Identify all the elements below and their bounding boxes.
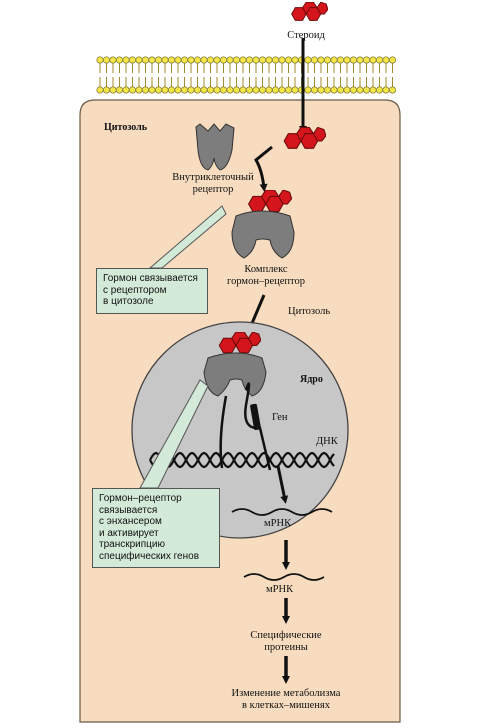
mrna-strand-outer: [243, 573, 325, 581]
arrow-transcription: [276, 465, 289, 504]
steroid-molecule-outside: [291, 2, 328, 21]
nucleus-label: Ядро: [300, 374, 323, 385]
gene-segment: [250, 403, 261, 431]
dna-double-helix: [149, 451, 335, 469]
callout-binding: Гормон связывается с рецептором в цитозо…: [96, 268, 208, 314]
cytosol-label-top: Цитозоль: [104, 122, 148, 133]
gene-label: Ген: [272, 412, 288, 423]
callout-transcription: Гормон–рецептор связывается с энхансером…: [92, 488, 220, 568]
nuclear-receptor: [203, 352, 267, 397]
intracellular-receptor-free: [195, 123, 235, 171]
nucleus: [131, 321, 349, 539]
mrna-label-inner: мРНК: [264, 518, 292, 529]
steroid-label: Стероид: [287, 30, 325, 41]
mrna-strand-inner: [231, 508, 333, 516]
dna-label: ДНК: [316, 436, 338, 447]
complex-receptor: [231, 210, 295, 259]
cytosol-label-mid: Цитозоль: [288, 306, 331, 317]
arrow-binding: [254, 145, 273, 192]
mrna-label-outer: мРНК: [266, 584, 294, 595]
cell-membrane: [96, 56, 396, 94]
